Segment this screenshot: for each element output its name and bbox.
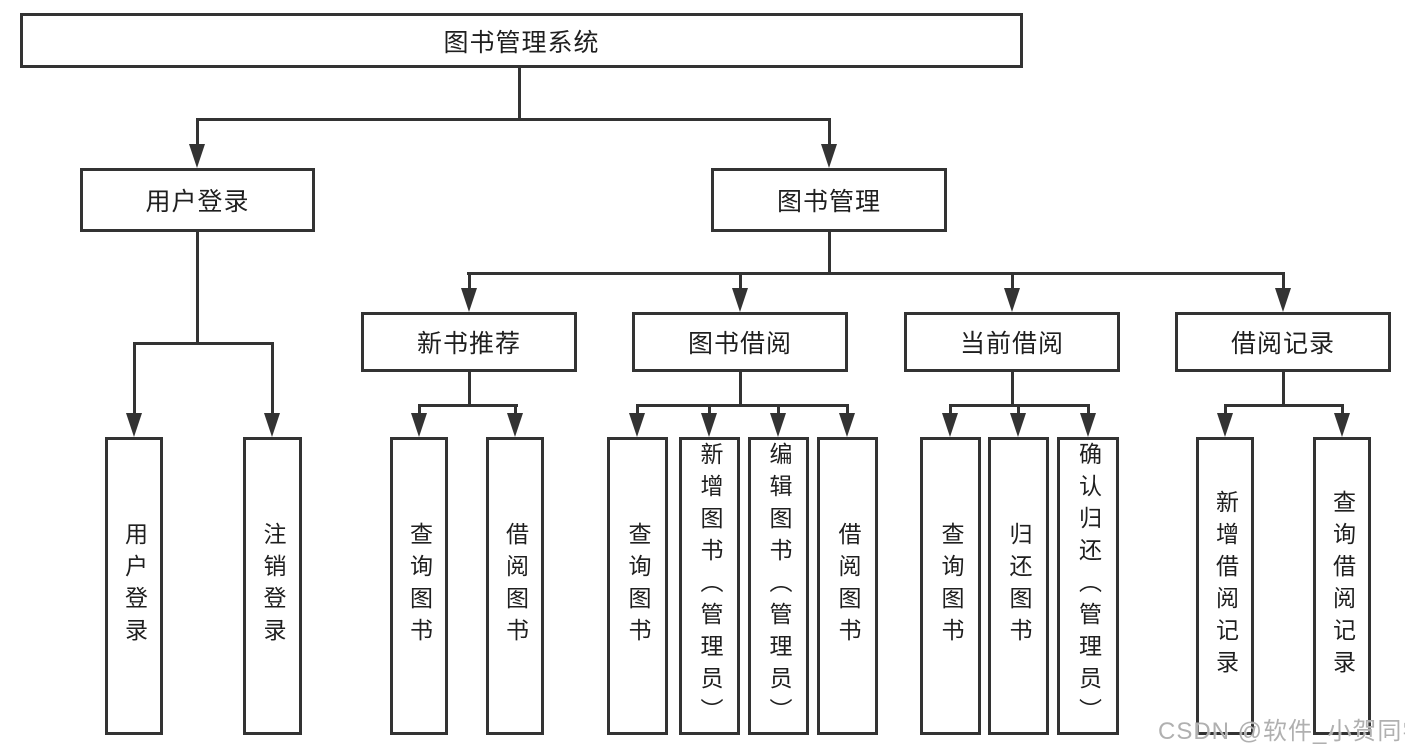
connector-line <box>1017 404 1020 415</box>
connector-arrowhead <box>821 144 837 168</box>
connector-arrowhead <box>1080 413 1096 437</box>
leaf-query-borrow-record: 查询借阅记录 <box>1313 437 1371 735</box>
connector-arrowhead <box>732 288 748 312</box>
connector-line <box>1282 272 1285 290</box>
connector-line <box>949 404 952 415</box>
connector-arrowhead <box>1334 413 1350 437</box>
connector-arrowhead <box>770 413 786 437</box>
leaf-query-book-recommend: 查询图书 <box>390 437 448 735</box>
leaf-add-borrow-record: 新增借阅记录 <box>1196 437 1254 735</box>
connector-line <box>133 342 136 416</box>
node-root-library-system: 图书管理系统 <box>20 13 1023 68</box>
connector-arrowhead <box>189 144 205 168</box>
connector-line <box>418 404 421 415</box>
connector-line <box>514 404 517 415</box>
csdn-watermark: CSDN @软件_小贺同学 <box>1158 718 1405 745</box>
connector-line <box>828 118 831 148</box>
connector-arrowhead <box>264 413 280 437</box>
connector-line <box>846 404 849 415</box>
connector-line <box>196 118 831 121</box>
connector-arrowhead <box>701 413 717 437</box>
connector-line <box>828 232 831 274</box>
connector-line <box>468 372 471 406</box>
connector-line <box>196 232 199 344</box>
node-user-login: 用户登录 <box>80 168 315 232</box>
connector-line <box>1341 404 1344 415</box>
connector-line <box>467 272 1285 275</box>
leaf-return-book: 归还图书 <box>988 437 1049 735</box>
connector-arrowhead <box>507 413 523 437</box>
connector-line <box>1282 372 1285 406</box>
connector-arrowhead <box>839 413 855 437</box>
leaf-edit-book-admin: 编辑图书（管理员） <box>748 437 809 735</box>
connector-line <box>1224 404 1344 407</box>
connector-line <box>133 342 274 345</box>
connector-arrowhead <box>126 413 142 437</box>
leaf-confirm-return-admin: 确认归还（管理员） <box>1057 437 1119 735</box>
connector-line <box>636 404 849 407</box>
connector-line <box>1011 372 1014 406</box>
connector-line <box>739 272 742 290</box>
connector-line <box>196 118 199 148</box>
leaf-borrow-book: 借阅图书 <box>817 437 878 735</box>
connector-arrowhead <box>1217 413 1233 437</box>
connector-arrowhead <box>1004 288 1020 312</box>
connector-line <box>636 404 639 415</box>
connector-line <box>1087 404 1090 415</box>
leaf-user-login: 用户登录 <box>105 437 163 735</box>
connector-line <box>468 272 471 290</box>
connector-arrowhead <box>1010 413 1026 437</box>
leaf-query-book-borrow: 查询图书 <box>607 437 668 735</box>
connector-line <box>518 68 521 121</box>
connector-line <box>418 404 518 407</box>
node-current-borrow: 当前借阅 <box>904 312 1120 372</box>
node-book-management: 图书管理 <box>711 168 947 232</box>
connector-line <box>1011 272 1014 290</box>
leaf-borrow-book-recommend: 借阅图书 <box>486 437 544 735</box>
node-new-book-recommend: 新书推荐 <box>361 312 577 372</box>
leaf-add-book-admin: 新增图书（管理员） <box>679 437 740 735</box>
node-book-borrow: 图书借阅 <box>632 312 848 372</box>
connector-line <box>739 372 742 406</box>
connector-arrowhead <box>1275 288 1291 312</box>
connector-line <box>271 342 274 416</box>
connector-line <box>708 404 711 415</box>
connector-arrowhead <box>942 413 958 437</box>
node-borrow-record: 借阅记录 <box>1175 312 1391 372</box>
connector-arrowhead <box>461 288 477 312</box>
leaf-logout: 注销登录 <box>243 437 302 735</box>
connector-line <box>1224 404 1227 415</box>
connector-arrowhead <box>411 413 427 437</box>
leaf-query-book-current: 查询图书 <box>920 437 981 735</box>
connector-arrowhead <box>629 413 645 437</box>
connector-line <box>777 404 780 415</box>
